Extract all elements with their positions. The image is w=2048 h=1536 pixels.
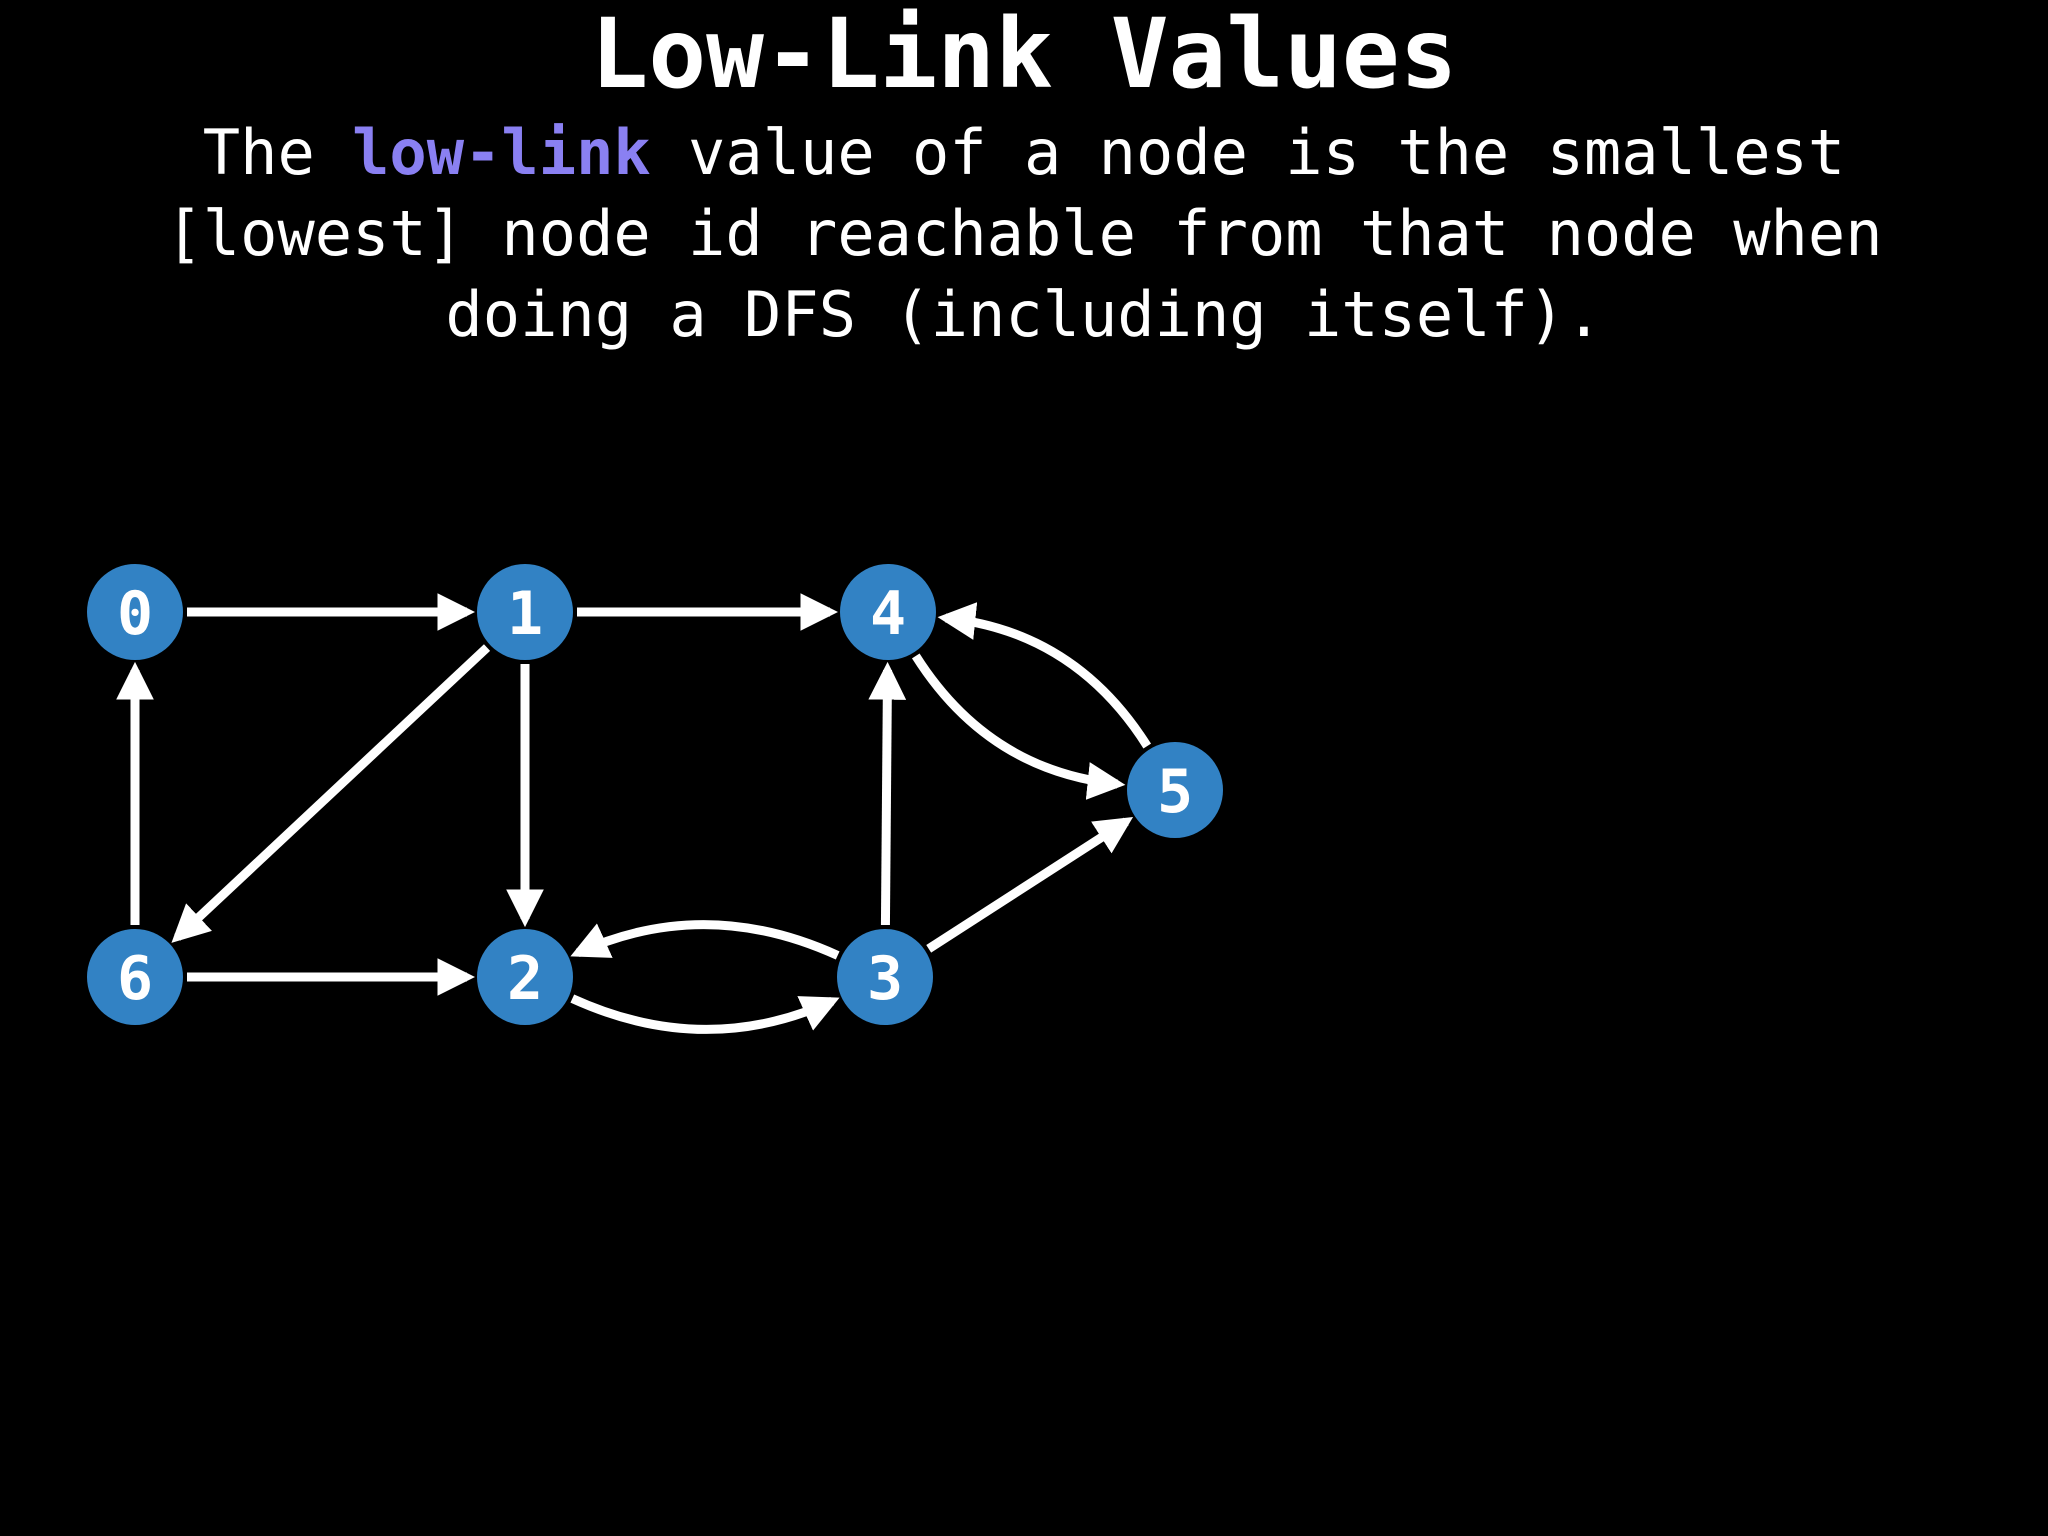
graph-node-label-2: 2 bbox=[507, 944, 543, 1014]
graph-node-circle-4[interactable] bbox=[840, 564, 936, 660]
node-layer: 0 1 4 5 6 2 3 bbox=[87, 564, 1223, 1025]
graph-node-circle-5[interactable] bbox=[1127, 742, 1223, 838]
graph-node-circle-2[interactable] bbox=[477, 929, 573, 1025]
graph-node-label-5: 5 bbox=[1157, 757, 1193, 827]
graph-node-6[interactable]: 6 bbox=[87, 929, 183, 1025]
graph-node-0[interactable]: 0 bbox=[87, 564, 183, 660]
graph-edge-5-to-4 bbox=[937, 602, 1152, 749]
graph-edge-1-to-6 bbox=[171, 644, 491, 943]
page-title: Low-Link Values bbox=[590, 0, 1458, 110]
graph-edge-4-to-5 bbox=[911, 653, 1126, 800]
subtitle-line1-post: value of a node is the smallest bbox=[650, 116, 1846, 189]
graph-node-label-1: 1 bbox=[507, 579, 543, 649]
graph-edge-3-to-4 bbox=[868, 661, 907, 926]
graph-node-1[interactable]: 1 bbox=[477, 564, 573, 660]
subtitle-line3: doing a DFS (including itself). bbox=[445, 278, 1603, 351]
graph-node-circle-1[interactable] bbox=[477, 564, 573, 660]
graph-node-label-4: 4 bbox=[870, 579, 906, 649]
graph-node-circle-3[interactable] bbox=[837, 929, 933, 1025]
graph-edge-3-to-5 bbox=[926, 817, 1134, 953]
graph-node-4[interactable]: 4 bbox=[840, 564, 936, 660]
graph-node-2[interactable]: 2 bbox=[477, 929, 573, 1025]
graph-node-label-0: 0 bbox=[117, 579, 153, 649]
graph-edge-2-to-3 bbox=[570, 994, 840, 1034]
graph-node-label-3: 3 bbox=[867, 944, 903, 1014]
graph-node-label-6: 6 bbox=[117, 944, 153, 1014]
edge-layer bbox=[116, 593, 1152, 1034]
graph-node-5[interactable]: 5 bbox=[1127, 742, 1223, 838]
subtitle-highlight-low-link: low-link bbox=[352, 116, 651, 189]
graph-node-3[interactable]: 3 bbox=[837, 929, 933, 1025]
subtitle-text: The low-link value of a node is the smal… bbox=[0, 112, 2048, 355]
subtitle-line1-pre: The bbox=[202, 116, 353, 189]
graph-edge-3-to-2 bbox=[570, 920, 840, 960]
graph-node-circle-0[interactable] bbox=[87, 564, 183, 660]
subtitle-line2: [lowest] node id reachable from that nod… bbox=[165, 197, 1883, 270]
graph-node-circle-6[interactable] bbox=[87, 929, 183, 1025]
